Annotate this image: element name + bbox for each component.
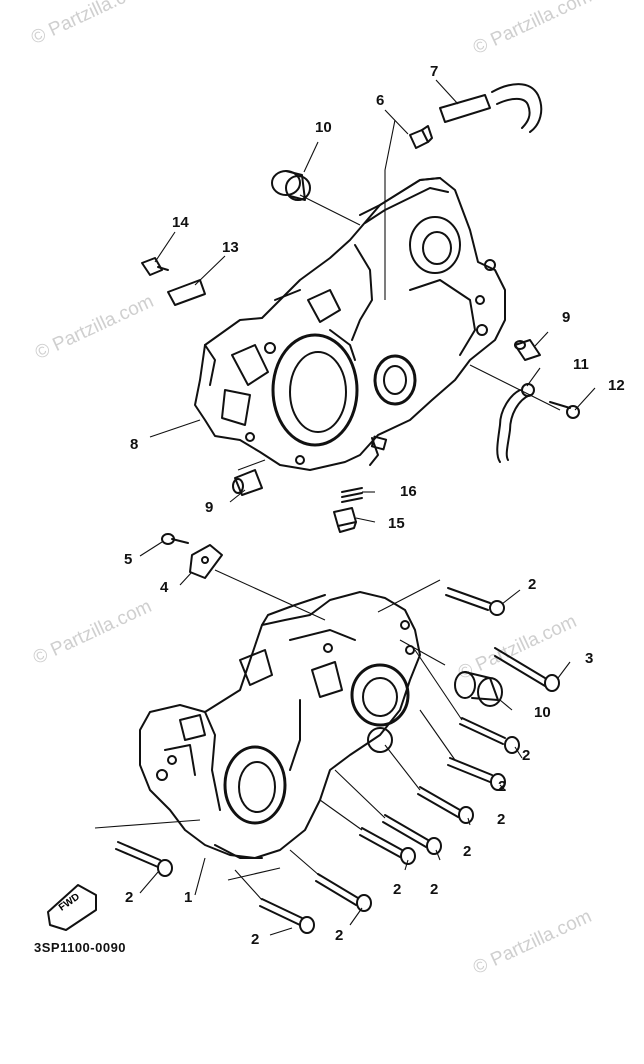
pipe-7 [439, 83, 543, 133]
callout-2: 2 [463, 843, 472, 860]
callout-16: 16 [400, 483, 417, 500]
callout-10-upper: 10 [315, 119, 332, 136]
callout-2: 2 [497, 811, 506, 828]
bush-10-lower [454, 671, 503, 707]
callout-2: 2 [125, 889, 134, 906]
callout-14: 14 [172, 214, 189, 231]
callout-2: 2 [522, 747, 531, 764]
bolt-12 [549, 401, 580, 419]
plate-4 [189, 544, 223, 579]
crankcase-lower-half [139, 591, 421, 859]
bolt-14 [141, 257, 169, 276]
callout-8: 8 [130, 436, 139, 453]
leader-lines [94, 79, 596, 936]
diagram-code: 3SP1100-0090 [34, 940, 127, 955]
callout-2: 2 [430, 881, 439, 898]
callout-2: 2 [498, 778, 507, 795]
crankcase-upper-half [194, 177, 506, 471]
bush-10-upper [271, 170, 311, 201]
callout-11: 11 [573, 356, 589, 373]
bolt-5 [161, 533, 189, 545]
callout-2: 2 [393, 881, 402, 898]
plug-15 [333, 507, 357, 533]
spring-16 [341, 487, 363, 503]
bolt-2-set [115, 587, 520, 934]
callout-7: 7 [430, 63, 439, 80]
plate-13 [167, 279, 206, 306]
bolt-3 [494, 647, 560, 692]
callout-12: 12 [608, 377, 625, 394]
callout-9-left: 9 [205, 499, 214, 516]
callout-3: 3 [585, 650, 594, 667]
dowel-9-left [232, 469, 263, 496]
callout-4: 4 [160, 579, 169, 596]
dowel-9-right [514, 339, 541, 361]
callout-2: 2 [251, 931, 260, 948]
fwd-arrow [47, 884, 97, 931]
callout-5: 5 [124, 551, 133, 568]
callout-9-right: 9 [562, 309, 571, 326]
callout-13: 13 [222, 239, 239, 256]
nipple-6 [409, 125, 433, 149]
stopper-11 [496, 383, 535, 463]
callout-2: 2 [335, 927, 344, 944]
callout-2: 2 [528, 576, 537, 593]
callout-15: 15 [388, 515, 405, 532]
callout-1: 1 [184, 889, 193, 906]
callout-6: 6 [376, 92, 385, 109]
callout-10-lower: 10 [534, 704, 551, 721]
